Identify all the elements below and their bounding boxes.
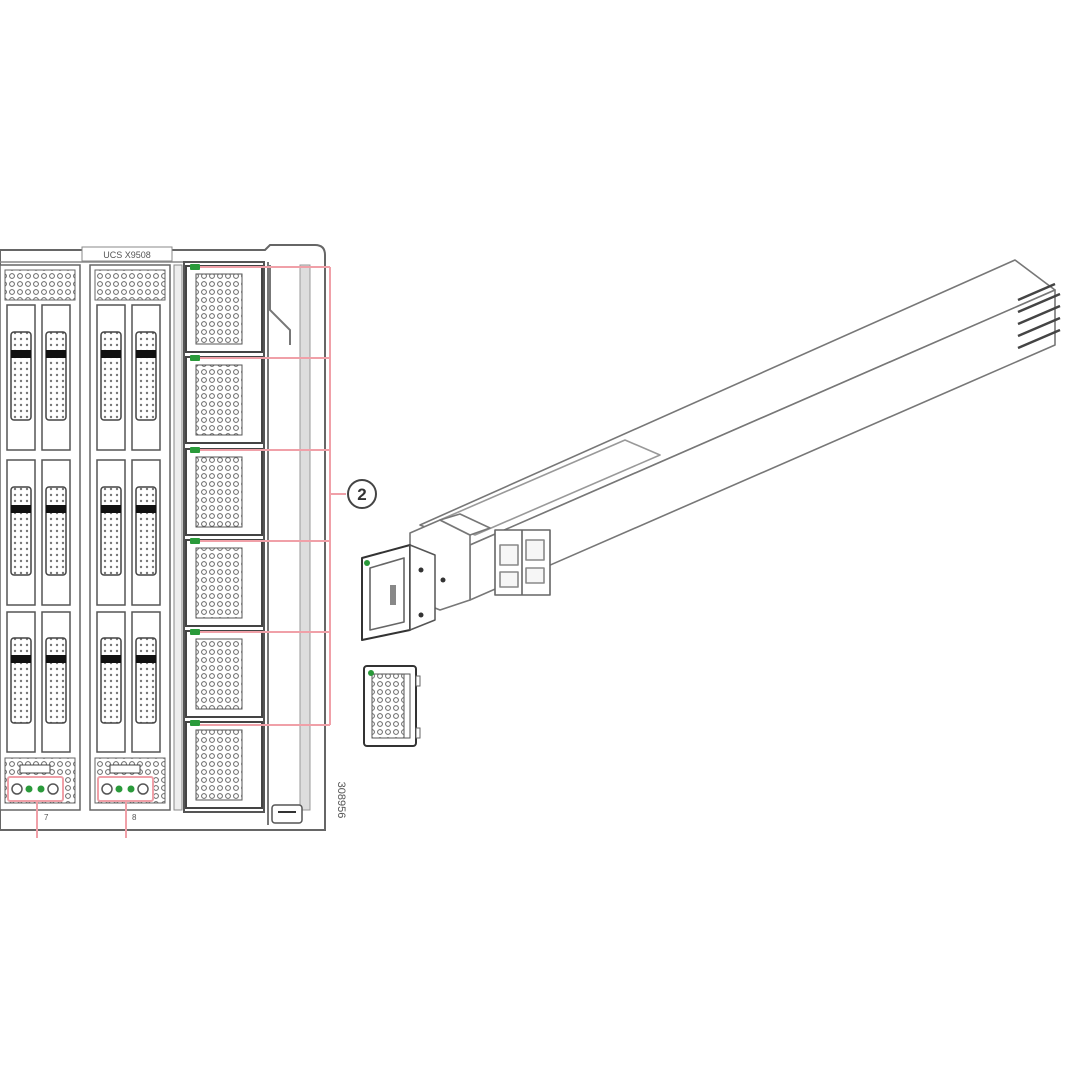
figure-id: 308956: [335, 782, 347, 819]
psu-column: [183, 261, 265, 813]
chassis-label: UCS X9508: [103, 250, 151, 260]
psu-module-isometric: [361, 259, 1061, 641]
psu-callout-bracket: [200, 266, 346, 726]
psu-slot-6: [185, 720, 263, 809]
compute-node-left: [0, 264, 81, 811]
psu-slot-3: [185, 447, 263, 536]
psu-slot-5: [185, 629, 263, 718]
callout-number: 2: [357, 485, 366, 504]
psu-slot-4: [185, 538, 263, 627]
chassis-side-rail: [267, 262, 311, 825]
slot-number-7: 7: [44, 813, 49, 822]
slot-number-8: 8: [132, 813, 137, 822]
psu-slot-1: [185, 264, 263, 353]
chassis: UCS X9508: [0, 244, 326, 838]
callout-badge: 2: [347, 479, 377, 509]
psu-front-view: [363, 665, 421, 747]
node-led-panel-7: [7, 776, 64, 802]
psu-slot-2: [185, 355, 263, 444]
compute-node-right: [89, 264, 171, 811]
node-led-panel-8: [97, 776, 154, 802]
